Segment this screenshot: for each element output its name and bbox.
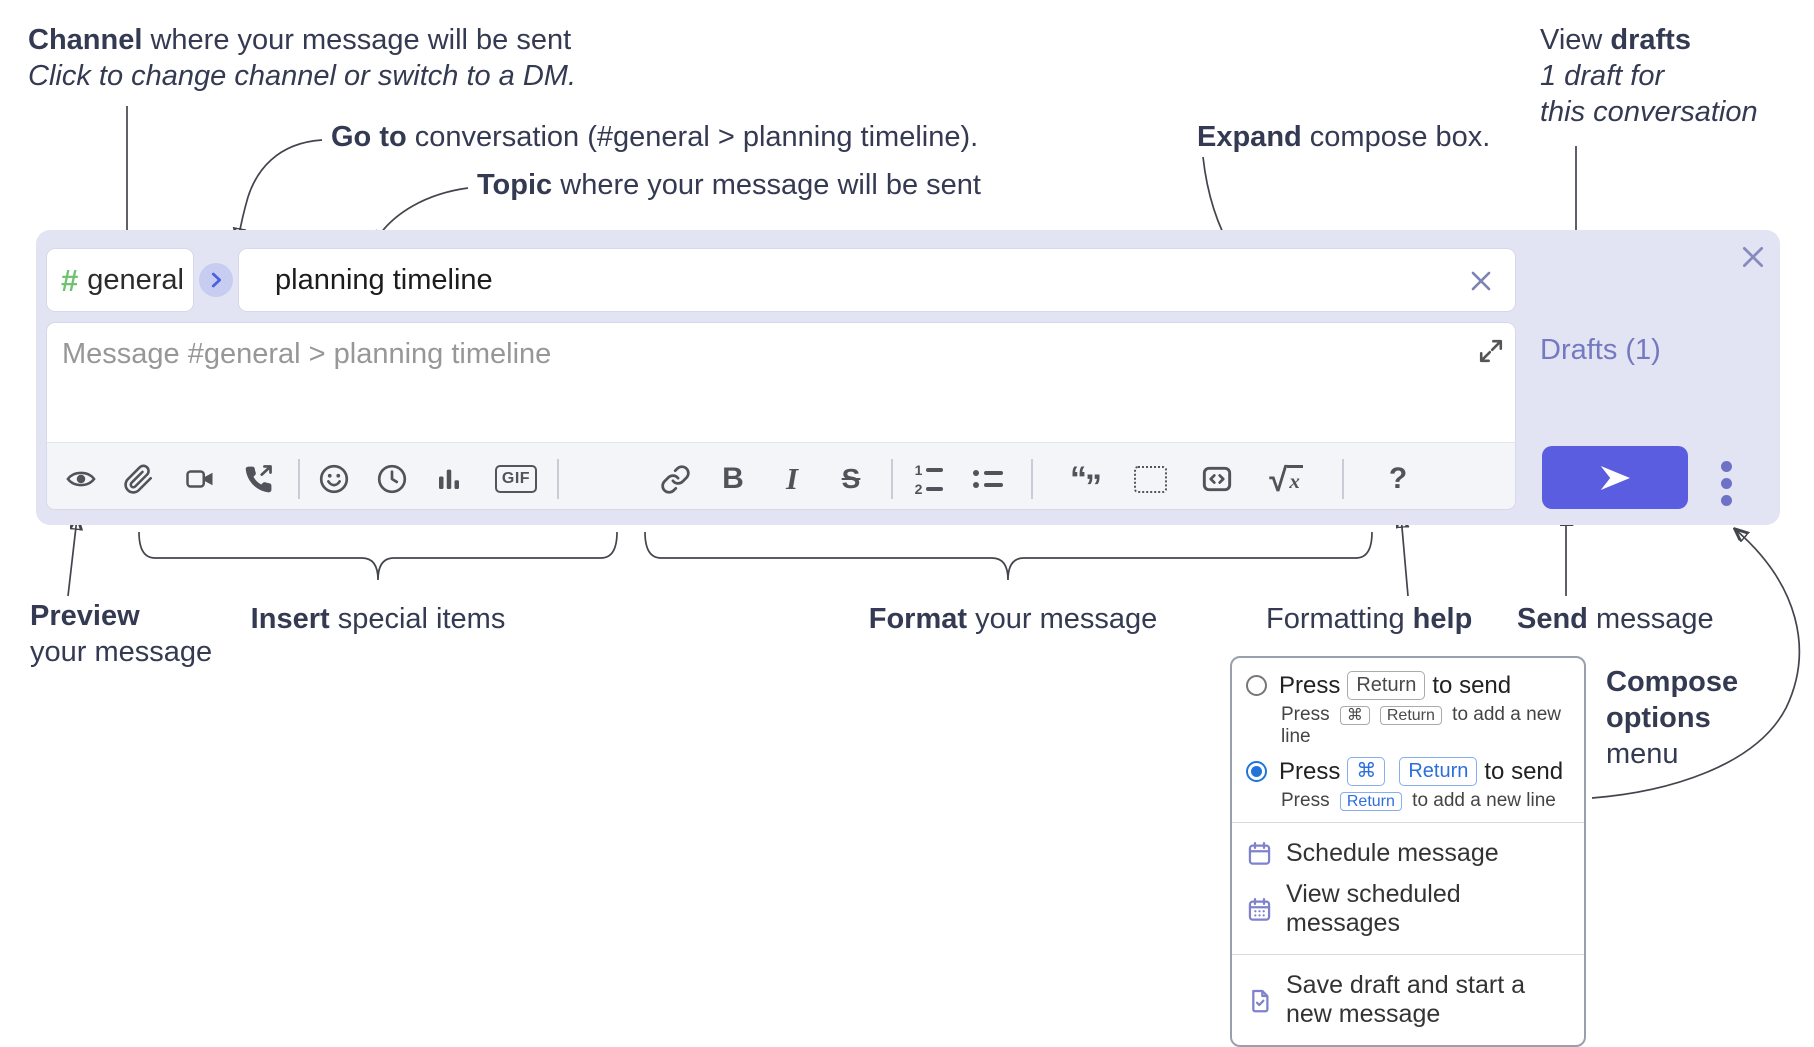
math-button[interactable]: √x [1263, 459, 1309, 499]
annotation-view-drafts: View drafts 1 draft for this conversatio… [1540, 24, 1758, 128]
gif-button[interactable]: GIF [492, 459, 540, 499]
annotation-topic: Topic where your message will be sent [477, 169, 981, 201]
voice-call-button[interactable] [239, 459, 277, 499]
menu-option-subtext: Press Return to add a new line [1281, 790, 1556, 811]
video-camera-icon [186, 470, 213, 488]
radio-unselected[interactable] [1246, 675, 1267, 696]
preview-button[interactable] [62, 459, 100, 499]
spoiler-button[interactable] [1131, 459, 1169, 499]
dots-vertical-icon [1720, 460, 1732, 472]
calendar-icon [1248, 842, 1271, 865]
menu-item-save-draft[interactable]: Save draft and start a new message [1246, 965, 1568, 1035]
clock-icon [377, 464, 407, 494]
toolbar-divider [1342, 459, 1344, 499]
close-icon [1471, 271, 1491, 291]
message-input[interactable] [47, 323, 1515, 444]
goto-arrow [238, 139, 323, 240]
code-button[interactable] [1198, 459, 1236, 499]
format-brace [644, 531, 1373, 581]
poll-button[interactable] [430, 459, 468, 499]
go-to-conversation-button[interactable] [199, 263, 233, 297]
menu-option-cmd-return-to-send[interactable]: Press ⌘Return to send Press Return to ad… [1246, 757, 1568, 812]
toolbar-divider [557, 459, 559, 499]
strikethrough-button[interactable]: S [832, 459, 870, 499]
compose-options-menu: Press Return to send Press ⌘Return to ad… [1230, 656, 1586, 1047]
annotation-goto: Go to conversation (#general > planning … [331, 121, 979, 153]
send-icon [1600, 465, 1630, 490]
gif-icon: GIF [494, 465, 538, 493]
annotation-insert: Insert special items [250, 603, 506, 635]
calendar-grid-icon [1248, 897, 1271, 921]
quote-button[interactable]: “” [1061, 459, 1109, 506]
message-formatting-help-button[interactable]: ? [1379, 459, 1417, 499]
radio-selected[interactable] [1246, 761, 1267, 782]
code-icon [1202, 466, 1232, 492]
toolbar-divider [1031, 459, 1033, 499]
bold-icon: B [722, 462, 744, 495]
spoiler-icon [1133, 465, 1167, 493]
expand-icon [1479, 339, 1503, 363]
page: { "annotations": { "channel": {"bold":"C… [28, 24, 1801, 1047]
toolbar-divider [891, 459, 893, 499]
video-call-button[interactable] [181, 459, 219, 499]
toolbar-divider [298, 459, 300, 499]
paperclip-icon [123, 464, 152, 494]
compose-toolbar [47, 442, 1515, 509]
formatting-help-arrow [1401, 516, 1408, 597]
channel-name: general [87, 263, 184, 296]
phone-call-icon [245, 464, 272, 492]
message-panel [46, 322, 1516, 510]
menu-item-schedule-message[interactable]: Schedule message [1246, 833, 1568, 874]
link-icon [660, 464, 690, 494]
annotation-compose-options: Compose options menu [1606, 666, 1739, 770]
link-button[interactable] [656, 459, 694, 499]
attach-file-button[interactable] [119, 459, 157, 499]
question-mark-icon: ? [1388, 462, 1408, 495]
close-compose-button[interactable] [1738, 242, 1768, 272]
numbered-list-icon: 1 2 [915, 463, 944, 496]
annotation-channel: Channel where your message will be sent … [28, 24, 577, 92]
compose-options-button[interactable] [1712, 455, 1740, 511]
topic-input[interactable] [238, 248, 1516, 312]
smiley-icon [319, 464, 349, 494]
eye-icon [66, 471, 96, 487]
strikethrough-icon: S [841, 463, 861, 494]
channel-hash-icon: # [61, 262, 79, 298]
annotation-format: Format your message [868, 603, 1158, 635]
draft-document-icon [1252, 989, 1269, 1012]
bar-chart-icon [439, 469, 459, 489]
menu-divider [1232, 954, 1584, 955]
clear-topic-button[interactable] [1466, 266, 1496, 296]
send-button[interactable] [1542, 446, 1688, 509]
math-icon: √x [1269, 463, 1303, 496]
insert-brace [138, 531, 618, 581]
drafts-link[interactable]: Drafts (1) [1540, 334, 1661, 366]
menu-option-return-to-send[interactable]: Press Return to send Press ⌘Return to ad… [1246, 671, 1568, 748]
annotation-formatting-help: Formatting help [1266, 603, 1473, 635]
close-icon [1742, 246, 1764, 268]
chevron-right-icon [211, 272, 222, 288]
annotation-preview: Preview your message [30, 600, 213, 668]
emoji-button[interactable] [315, 459, 353, 499]
numbered-list-button[interactable]: 1 2 [910, 459, 948, 499]
bulleted-list-button[interactable] [969, 459, 1007, 499]
bulleted-list-icon [973, 470, 1003, 488]
global-time-button[interactable] [373, 459, 411, 499]
bold-button[interactable]: B [714, 459, 752, 499]
expand-compose-button[interactable] [1477, 337, 1505, 365]
italic-icon: I [785, 461, 799, 496]
italic-button[interactable]: I [773, 459, 811, 499]
channel-selector[interactable]: # general [46, 248, 194, 312]
annotation-expand: Expand compose box. [1197, 121, 1491, 153]
quote-icon: “” [1070, 460, 1102, 506]
menu-divider [1232, 822, 1584, 823]
menu-item-view-scheduled-messages[interactable]: View scheduled messages [1246, 874, 1568, 944]
preview-arrow [67, 518, 77, 597]
annotation-send: Send message [1517, 603, 1714, 635]
menu-option-subtext: Press ⌘Return to add a new line [1281, 704, 1561, 747]
